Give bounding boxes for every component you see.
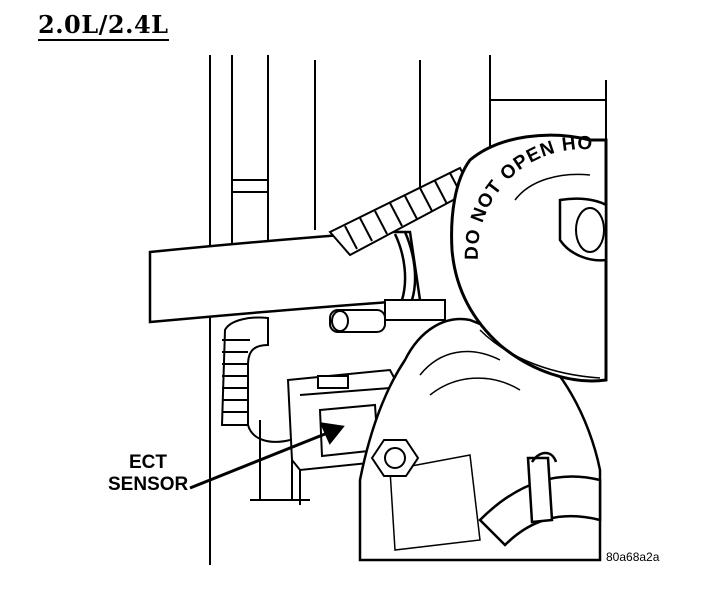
ect-sensor-label: ECT SENSOR xyxy=(108,452,188,496)
radiator-hose xyxy=(148,230,422,324)
housing-bolt xyxy=(370,439,420,477)
sensor-harness xyxy=(220,316,291,443)
callout-line-1: ECT xyxy=(129,452,167,473)
hose-clamp xyxy=(329,299,446,333)
radiator-cap: DO NOT OPEN HOT xyxy=(0,0,608,383)
callout-arrow xyxy=(189,422,345,490)
callout-line-2: SENSOR xyxy=(108,474,189,495)
spring-clamp xyxy=(478,451,602,547)
figure-code: 80a68a2a xyxy=(606,550,660,564)
wiring-loom xyxy=(328,166,474,257)
engine-variant-title: 2.0L/2.4L xyxy=(38,10,169,41)
